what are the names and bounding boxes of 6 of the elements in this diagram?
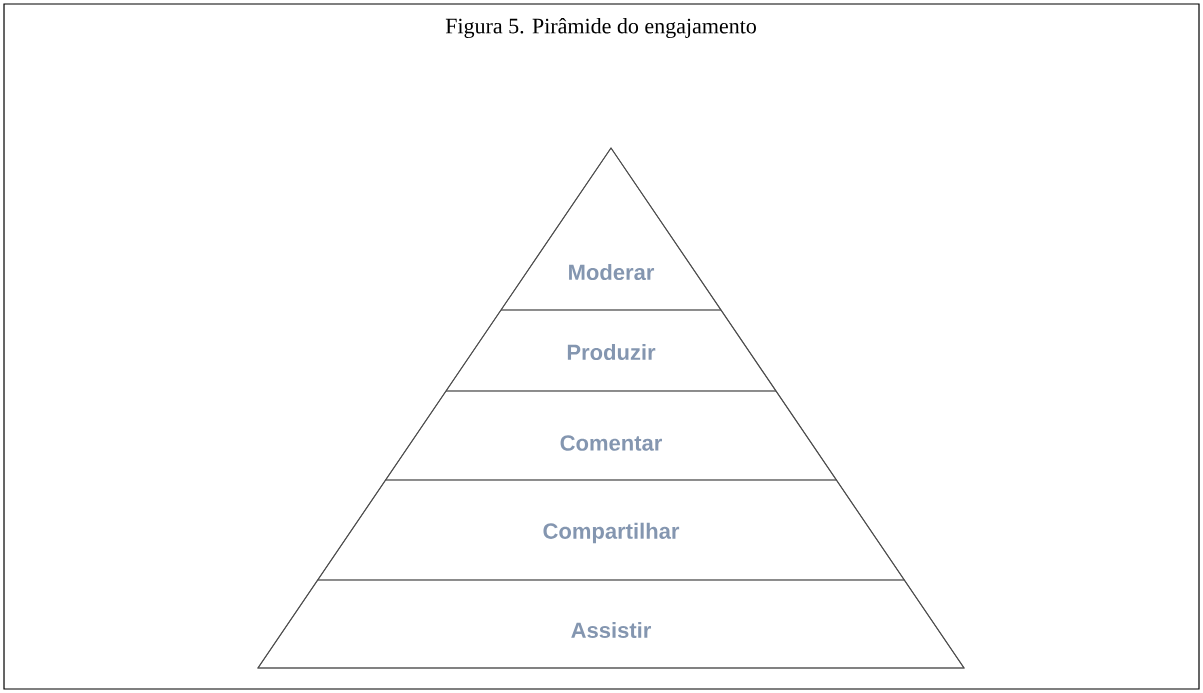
pyramid-level: Compartilhar: [317, 479, 905, 581]
pyramid-level: Comentar: [385, 390, 837, 481]
figure-title: Figura 5. Pirâmide do engajamento: [445, 17, 756, 38]
pyramid-level: Produzir: [445, 309, 777, 392]
pyramid-level: Assistir: [257, 579, 965, 669]
node-label: Moderar: [569, 263, 655, 281]
